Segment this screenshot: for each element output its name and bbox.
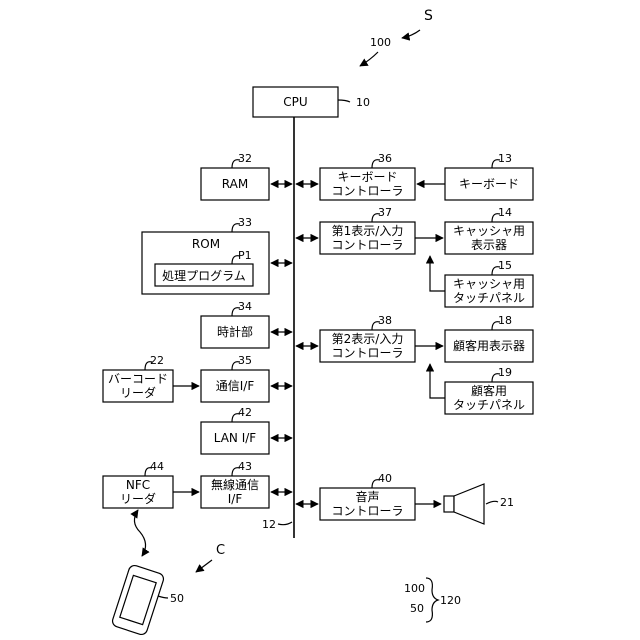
cashier-touch-panel-label-1: キャッシャ用 (453, 277, 525, 291)
ref-10: 10 (356, 96, 370, 109)
customer-touch-panel-label-1: 顧客用 (471, 383, 507, 398)
barcode-reader-label-2: リーダ (120, 385, 156, 400)
audio-controller-label-1: 音声 (355, 489, 379, 504)
legend-brace (426, 578, 438, 622)
ref-42: 42 (238, 406, 252, 419)
barcode-reader-label-1: バーコード (108, 372, 168, 386)
ref-35: 35 (238, 354, 252, 367)
io-controller-2-label-2: コントローラ (331, 346, 403, 360)
speaker-icon (444, 484, 484, 524)
ref-12: 12 (262, 518, 276, 531)
io-controller-2-label-1: 第2表示/入力 (332, 332, 404, 346)
ref-40: 40 (378, 472, 392, 485)
legend-100: 100 (404, 582, 425, 595)
ram-label: RAM (222, 177, 248, 191)
keyboard-controller-label-1: キーボード (337, 170, 397, 184)
ref-38: 38 (378, 314, 392, 327)
smartphone-icon (111, 564, 165, 636)
customer-touch-panel-label-2: タッチパネル (453, 398, 525, 412)
ref-32: 32 (238, 152, 252, 165)
legend-50: 50 (410, 602, 424, 615)
ref-13: 13 (498, 152, 512, 165)
ref-18: 18 (498, 314, 512, 327)
ref-50: 50 (170, 592, 184, 605)
lan-if-label: LAN I/F (214, 431, 257, 445)
nfc-smartphone-link (134, 510, 145, 556)
audio-controller-label-2: コントローラ (331, 504, 403, 518)
legend-120: 120 (440, 594, 461, 607)
ref-33: 33 (238, 216, 252, 229)
cashier-display-label-1: キャッシャ用 (453, 224, 525, 238)
ref-14: 14 (498, 206, 512, 219)
ref-43: 43 (238, 460, 252, 473)
comm-label: C (216, 543, 225, 558)
ref-p1: P1 (238, 249, 252, 262)
nfc-reader-label-1: NFC (126, 478, 150, 492)
nfc-reader-label-2: リーダ (120, 491, 156, 506)
cpu-label: CPU (283, 95, 307, 109)
comm-label-arrow (196, 560, 212, 572)
ref-50-leader (158, 596, 168, 598)
customer-display-label: 顧客用表示器 (453, 338, 525, 353)
ref-21-leader (486, 501, 498, 504)
ref-10-leader (338, 100, 350, 102)
ref-21: 21 (500, 496, 514, 509)
ref-36: 36 (378, 152, 392, 165)
customer-touch-to-io-controller-2 (430, 364, 445, 398)
comm-if-label: 通信I/F (216, 379, 255, 393)
ref-100-arrow (360, 52, 378, 66)
ref-44: 44 (150, 460, 164, 473)
wireless-if-label-2: I/F (228, 492, 243, 506)
ref-34: 34 (238, 300, 252, 313)
wireless-if-label-1: 無線通信 (211, 477, 259, 492)
cashier-touch-panel-label-2: タッチパネル (453, 291, 525, 305)
ref-12-leader (278, 522, 292, 525)
ref-22: 22 (150, 354, 164, 367)
system-label: S (424, 8, 433, 24)
clock-label: 時計部 (217, 324, 253, 339)
ref-15: 15 (498, 259, 512, 272)
rom-label: ROM (192, 237, 220, 251)
ref-19: 19 (498, 366, 512, 379)
ref-100: 100 (370, 36, 391, 49)
keyboard-label: キーボード (459, 177, 519, 191)
keyboard-controller-label-2: コントローラ (331, 184, 403, 198)
cashier-touch-to-io-controller-1 (430, 256, 445, 291)
ref-37: 37 (378, 206, 392, 219)
system-label-arrow (402, 30, 420, 38)
io-controller-1-label-1: 第1表示/入力 (332, 224, 404, 238)
io-controller-1-label-2: コントローラ (331, 238, 403, 252)
cashier-display-label-2: 表示器 (471, 238, 507, 252)
program-label: 処理プログラム (162, 269, 246, 283)
